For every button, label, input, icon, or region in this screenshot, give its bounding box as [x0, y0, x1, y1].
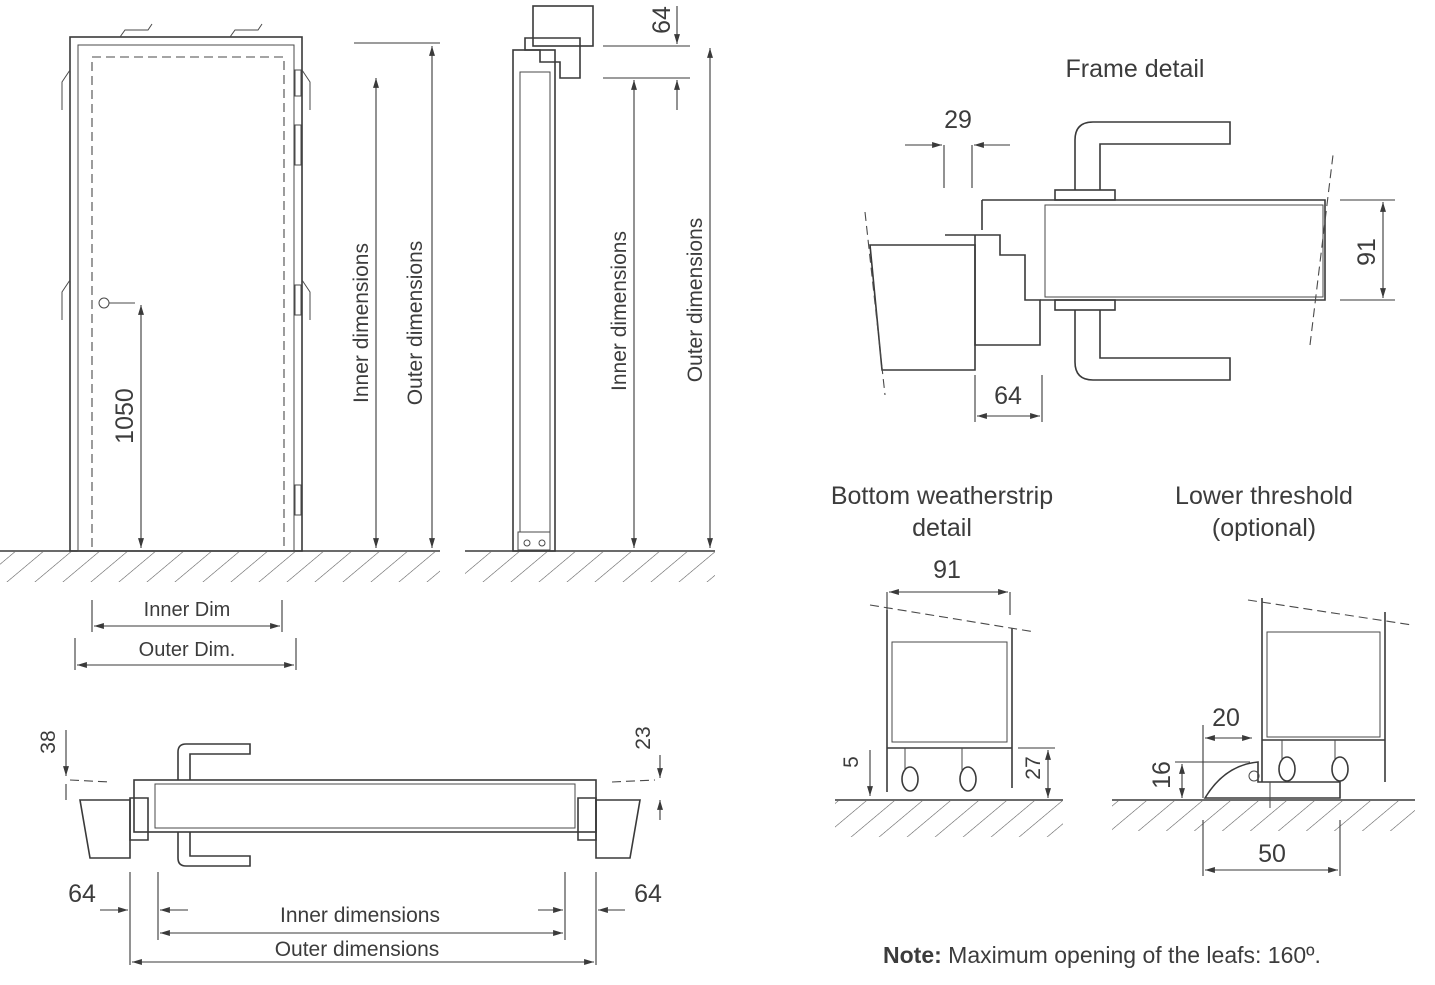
frame-64-label: 64 — [994, 382, 1022, 410]
note-label: Note: — [883, 942, 942, 968]
handle-height-label: 1050 — [111, 388, 139, 444]
plan-leaf — [133, 779, 597, 833]
frame-29-label: 29 — [944, 106, 972, 134]
hinge-icons — [294, 69, 302, 516]
frame-91-label: 91 — [1353, 238, 1381, 266]
outer-width-label: Outer Dim. — [139, 639, 236, 661]
plan-insulation — [154, 783, 576, 829]
door-leaf-outline — [91, 56, 285, 552]
weatherstrip-seals — [901, 748, 977, 792]
lintel-wall — [532, 5, 594, 47]
threshold-profile — [1203, 761, 1341, 808]
note-body: Maximum opening of the leafs: 160º. — [942, 942, 1321, 968]
section-outer-label: Outer dimensions — [684, 218, 707, 383]
weatherstrip-detail: Bottom weatherstrip detail 91 5 27 — [831, 482, 1063, 837]
plan-left-frame — [129, 797, 149, 841]
threshold-seals — [1278, 740, 1349, 782]
threshold-16-label: 16 — [1148, 761, 1176, 789]
inner-height-label: Inner dimensions — [350, 243, 373, 403]
frame-detail-insulation — [1044, 204, 1324, 298]
section-inner-label: Inner dimensions — [608, 231, 631, 391]
threshold-50-label: 50 — [1258, 840, 1286, 868]
weatherstrip-ground-hatch — [835, 801, 1063, 837]
left-64-label: 64 — [68, 880, 96, 908]
weatherstrip-insulation — [891, 641, 1008, 743]
right-64-label: 64 — [634, 880, 662, 908]
plan-right-frame — [577, 797, 597, 841]
frame-detail: Frame detail 29 91 64 — [864, 55, 1395, 422]
threshold-title-1: Lower threshold — [1175, 482, 1353, 510]
ground-hatch — [0, 552, 440, 582]
door-frame — [69, 36, 303, 552]
weatherstrip-5-label: 5 — [840, 756, 863, 768]
door-frame-inner — [77, 44, 295, 552]
frame-detail-handle-icon — [1054, 121, 1231, 381]
frame-detail-wall — [869, 244, 976, 371]
frame-detail-profile — [945, 234, 1041, 346]
outer-height-label: Outer dimensions — [404, 241, 427, 406]
threshold-ground-hatch — [1112, 801, 1415, 831]
plan-handle-icon — [177, 743, 251, 867]
left-38-label: 38 — [37, 730, 60, 753]
frame-detail-title: Frame detail — [1066, 55, 1205, 83]
plan-outer-label: Outer dimensions — [275, 938, 440, 961]
plan-left-wall — [79, 799, 131, 859]
inner-width-label: Inner Dim — [144, 599, 231, 621]
frame-top-anchors — [119, 23, 263, 38]
weatherstrip-27-label: 27 — [1022, 756, 1045, 779]
section-bottom-seal — [517, 531, 551, 551]
door-handle-icon — [98, 297, 135, 309]
frame-right-anchors — [301, 69, 311, 320]
weatherstrip-title-1: Bottom weatherstrip — [831, 482, 1053, 510]
weatherstrip-title-2: detail — [912, 514, 972, 542]
section-view: 64 Inner dimensions Outer dimensions — [465, 5, 715, 582]
plan-inner-label: Inner dimensions — [280, 904, 440, 927]
threshold-title-2: (optional) — [1212, 514, 1316, 542]
plan-right-wall — [595, 799, 641, 859]
threshold-detail: Lower threshold (optional) 20 16 50 — [1112, 482, 1415, 876]
front-view: 1050 Inner dimensions Outer dimensions I… — [0, 23, 440, 670]
frame-left-anchors — [61, 69, 71, 320]
top-64-label: 64 — [648, 6, 676, 34]
note-text: Note: Maximum opening of the leafs: 160º… — [883, 942, 1321, 968]
section-insulation — [519, 71, 551, 533]
threshold-20-label: 20 — [1212, 704, 1240, 732]
section-ground-hatch — [465, 552, 715, 582]
frame-detail-leaf — [982, 199, 1326, 301]
right-23-label: 23 — [632, 726, 655, 749]
weatherstrip-91-label: 91 — [933, 556, 961, 584]
plan-view: 38 23 64 64 Inner dimensions Outer dimen… — [37, 726, 663, 965]
threshold-insulation — [1266, 631, 1381, 738]
section-leaf — [512, 49, 556, 552]
